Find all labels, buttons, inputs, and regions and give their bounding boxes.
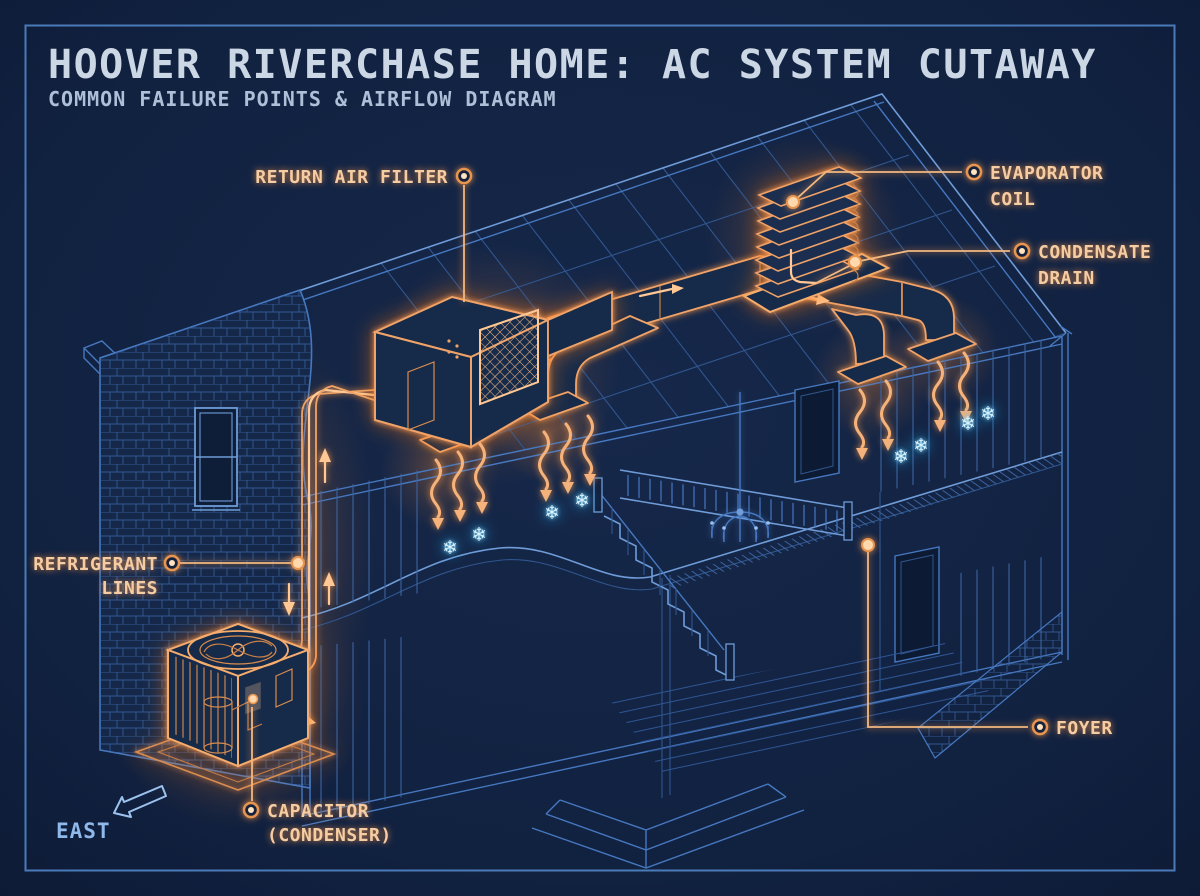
label-evaporator-coil-2: COIL bbox=[990, 189, 1035, 210]
callout-evaporator-coil: EVAPORATOR COIL bbox=[786, 163, 1103, 210]
callout-capacitor: CAPACITOR (CONDENSER) bbox=[242, 707, 392, 846]
evaporator-coil bbox=[741, 166, 891, 314]
snowflake-icon: ❄ bbox=[576, 488, 589, 512]
snowflakes: ❄ ❄ ❄ ❄ ❄ ❄ ❄ ❄ bbox=[444, 401, 995, 559]
snowflake-icon: ❄ bbox=[962, 411, 975, 435]
air-handler bbox=[372, 290, 613, 449]
vent bbox=[907, 332, 977, 362]
supply-air-arrows bbox=[430, 351, 972, 530]
header: HOOVER RIVERCHASE HOME: AC SYSTEM CUTAWA… bbox=[48, 42, 1097, 111]
balcony-railing bbox=[619, 469, 853, 541]
label-evaporator-coil-1: EVAPORATOR bbox=[990, 163, 1103, 184]
snowflake-icon: ❄ bbox=[895, 444, 908, 468]
callout-condensate-drain: CONDENSATE DRAIN bbox=[815, 242, 1151, 289]
callout-refrigerant-lines: REFRIGERANT LINES bbox=[33, 554, 305, 599]
window bbox=[192, 407, 240, 511]
snowflake-icon: ❄ bbox=[546, 500, 559, 524]
page-subtitle: COMMON FAILURE POINTS & AIRFLOW DIAGRAM bbox=[48, 87, 557, 111]
blueprint-frame bbox=[24, 24, 1176, 872]
vent bbox=[519, 391, 589, 421]
floor-joist-band bbox=[670, 452, 1062, 589]
callout-return-air-filter: RETURN AIR FILTER bbox=[255, 167, 473, 302]
compressor bbox=[203, 696, 263, 754]
porch-steps bbox=[531, 783, 805, 869]
page-title: HOOVER RIVERCHASE HOME: AC SYSTEM CUTAWA… bbox=[48, 42, 1097, 88]
door-upper bbox=[794, 380, 840, 483]
label-refrigerant-lines-1: REFRIGERANT bbox=[33, 554, 158, 575]
snowflake-icon: ❄ bbox=[444, 535, 457, 559]
east-arrow-icon bbox=[113, 785, 167, 818]
label-capacitor-2: (CONDENSER) bbox=[267, 825, 392, 846]
vent bbox=[837, 355, 907, 385]
condenser-unit bbox=[133, 622, 337, 791]
exterior-brick-band bbox=[917, 610, 1063, 759]
label-condensate-drain-2: DRAIN bbox=[1038, 268, 1095, 289]
label-capacitor-1: CAPACITOR bbox=[267, 801, 369, 822]
snowflake-icon: ❄ bbox=[473, 522, 486, 546]
chandelier bbox=[710, 392, 770, 543]
label-condensate-drain-1: CONDENSATE bbox=[1038, 242, 1151, 263]
condensate-drain-pipe bbox=[789, 248, 818, 285]
capacitor bbox=[245, 681, 261, 715]
condenser-fan bbox=[187, 630, 289, 670]
compass: EAST bbox=[56, 785, 167, 843]
label-return-air-filter: RETURN AIR FILTER bbox=[255, 167, 448, 188]
foyer-floor bbox=[610, 638, 995, 775]
stud-wall bbox=[316, 636, 412, 815]
label-foyer: FOYER bbox=[1056, 718, 1113, 739]
snowflake-icon: ❄ bbox=[982, 401, 995, 425]
condenser-grille bbox=[174, 656, 232, 758]
service-panel bbox=[275, 668, 293, 708]
staircase bbox=[593, 469, 853, 681]
stud-wall bbox=[316, 468, 428, 608]
label-refrigerant-lines-2: LINES bbox=[101, 578, 158, 599]
return-air-filter bbox=[479, 308, 539, 406]
callout-foyer: FOYER bbox=[861, 538, 1113, 739]
interior-shell bbox=[301, 333, 1069, 869]
label-east: EAST bbox=[56, 819, 111, 843]
snowflake-icon: ❄ bbox=[915, 433, 928, 457]
